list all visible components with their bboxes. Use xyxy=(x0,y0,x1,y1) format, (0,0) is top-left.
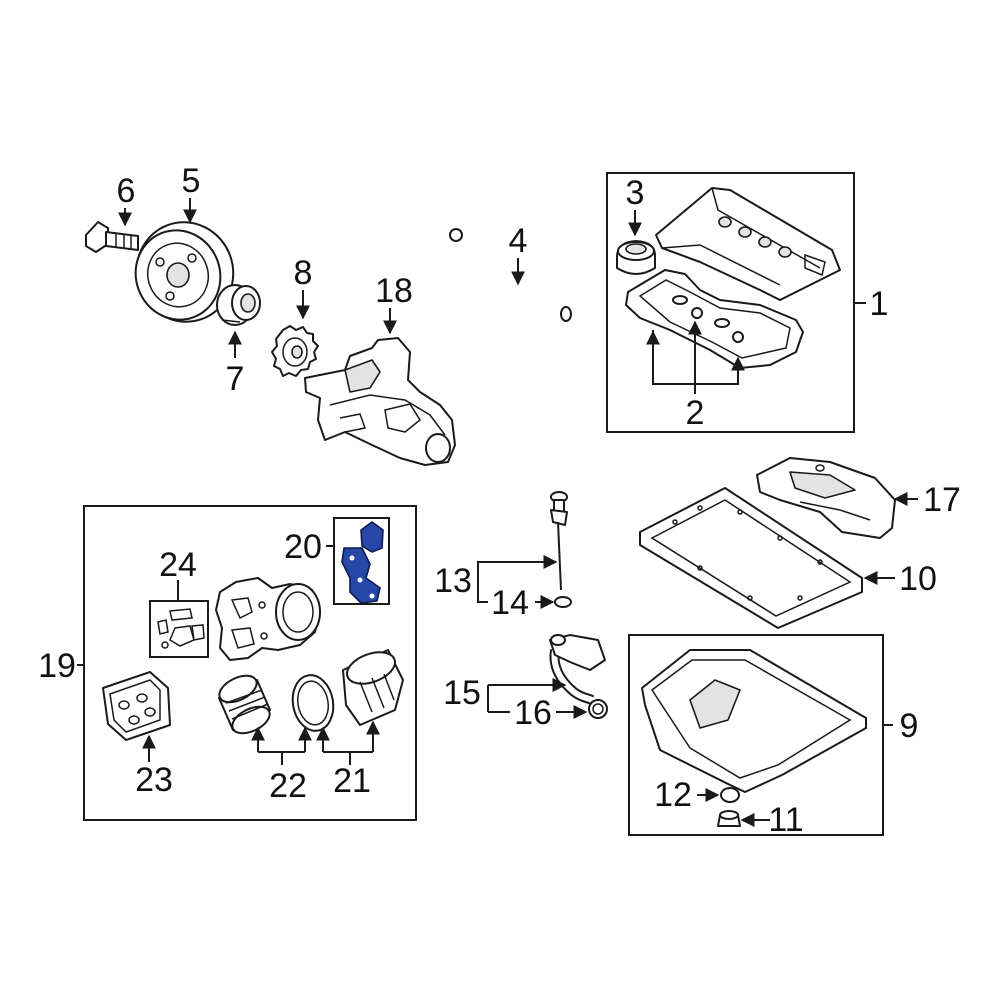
callout-17[interactable]: 17 xyxy=(923,481,961,519)
oil-dipstick[interactable] xyxy=(550,491,568,591)
callout-4[interactable]: 4 xyxy=(509,222,528,260)
callout-labels: 6 5 7 8 18 4 3 1 2 17 10 13 14 15 16 9 1… xyxy=(38,162,961,839)
valve-cover[interactable] xyxy=(655,187,841,301)
callout-20[interactable]: 20 xyxy=(284,528,322,566)
callout-18[interactable]: 18 xyxy=(375,272,413,310)
callout-21[interactable]: 21 xyxy=(333,762,371,800)
oil-filter-housing[interactable] xyxy=(215,577,321,661)
oil-pan-gasket[interactable] xyxy=(639,487,863,629)
dipstick-tube-seal[interactable] xyxy=(588,699,608,719)
crankshaft-bolt[interactable] xyxy=(85,221,139,253)
crankshaft-hub[interactable] xyxy=(216,284,261,326)
drain-plug-washer[interactable] xyxy=(720,787,740,803)
group-box-oil-pan xyxy=(628,634,884,836)
drain-plug[interactable] xyxy=(717,810,741,827)
timing-gear[interactable] xyxy=(271,325,319,377)
callout-5[interactable]: 5 xyxy=(182,162,201,200)
dipstick-tube[interactable] xyxy=(549,634,606,705)
oil-filter-cap[interactable] xyxy=(342,646,404,726)
callout-7[interactable]: 7 xyxy=(226,360,245,398)
callout-19[interactable]: 19 xyxy=(38,647,76,685)
callout-22[interactable]: 22 xyxy=(269,767,307,805)
callout-14[interactable]: 14 xyxy=(491,584,529,622)
callout-10[interactable]: 10 xyxy=(899,560,937,598)
callout-23[interactable]: 23 xyxy=(135,761,173,799)
dipstick-o-ring[interactable] xyxy=(554,596,572,608)
crankshaft-pulley[interactable] xyxy=(123,209,247,336)
callout-16[interactable]: 16 xyxy=(514,694,552,732)
ventilation-hose[interactable] xyxy=(449,227,572,322)
callout-9[interactable]: 9 xyxy=(900,707,919,745)
callout-6[interactable]: 6 xyxy=(117,172,136,210)
group-box-part-20 xyxy=(333,517,390,605)
callout-11[interactable]: 11 xyxy=(768,801,803,839)
filter-housing-o-ring[interactable] xyxy=(288,672,337,734)
oil-cooler[interactable] xyxy=(102,671,171,741)
heat-shield[interactable] xyxy=(756,457,896,539)
oil-filter-housing-gasket[interactable] xyxy=(341,521,384,604)
callout-8[interactable]: 8 xyxy=(294,254,313,292)
housing-seal-set[interactable] xyxy=(157,608,205,649)
callout-3[interactable]: 3 xyxy=(626,174,645,212)
leader-lines xyxy=(77,198,918,827)
group-box-oil-filter-housing xyxy=(83,505,417,821)
callout-24[interactable]: 24 xyxy=(159,546,197,584)
callout-2[interactable]: 2 xyxy=(686,394,705,432)
valve-cover-gasket[interactable] xyxy=(625,269,804,369)
callout-15[interactable]: 15 xyxy=(443,674,481,712)
callout-12[interactable]: 12 xyxy=(654,776,692,814)
oil-pan[interactable] xyxy=(641,649,867,793)
timing-cover[interactable] xyxy=(304,337,456,466)
callout-13[interactable]: 13 xyxy=(434,562,472,600)
oil-filler-cap[interactable] xyxy=(616,240,657,275)
callout-1[interactable]: 1 xyxy=(870,285,889,323)
oil-filter-element[interactable] xyxy=(215,670,274,738)
